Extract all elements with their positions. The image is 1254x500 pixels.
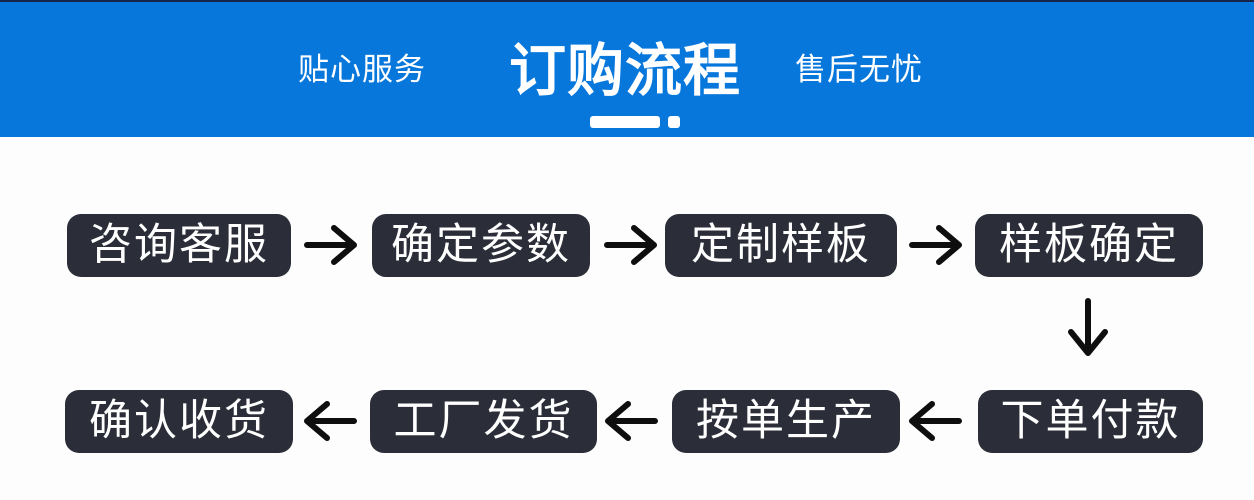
flow-step-label: 确定参数: [391, 221, 571, 269]
flow-step-confirm-parameters: 确定参数: [372, 214, 590, 277]
flow-step-label: 确认收货: [89, 397, 269, 445]
flow-step-production-per-order: 按单生产: [672, 390, 900, 453]
flow-step-sample-confirmed: 样板确定: [975, 214, 1203, 277]
arrow-left-icon: [604, 399, 658, 443]
arrow-left-icon: [908, 399, 962, 443]
page-title: 订购流程: [509, 39, 741, 103]
flow-step-consult-service: 咨询客服: [67, 214, 291, 277]
flow-step-label: 按单生产: [696, 397, 876, 445]
banner-right-label: 售后无忧: [795, 52, 923, 87]
banner-left-label: 贴心服务: [298, 52, 426, 87]
flow-step-label: 下单付款: [1000, 397, 1181, 445]
arrow-left-icon: [303, 399, 357, 443]
flow-step-label: 咨询客服: [89, 221, 269, 269]
banner: 贴心服务 订购流程 售后无忧: [0, 0, 1254, 137]
title-underline-dot: [668, 116, 680, 128]
title-underline: [590, 116, 660, 128]
flow-step-custom-sample: 定制样板: [665, 214, 897, 277]
flow-step-confirm-receipt: 确认收货: [65, 390, 293, 453]
arrow-right-icon: [604, 223, 658, 267]
flow-step-label: 样板确定: [999, 221, 1179, 269]
flow-step-label: 工厂发货: [393, 397, 574, 445]
flow-step-factory-shipping: 工厂发货: [370, 390, 597, 453]
arrow-down-icon: [1066, 298, 1110, 358]
arrow-right-icon: [304, 223, 358, 267]
flow-step-label: 定制样板: [691, 221, 871, 269]
arrow-right-icon: [909, 223, 963, 267]
flow-step-place-order-payment: 下单付款: [978, 390, 1203, 453]
